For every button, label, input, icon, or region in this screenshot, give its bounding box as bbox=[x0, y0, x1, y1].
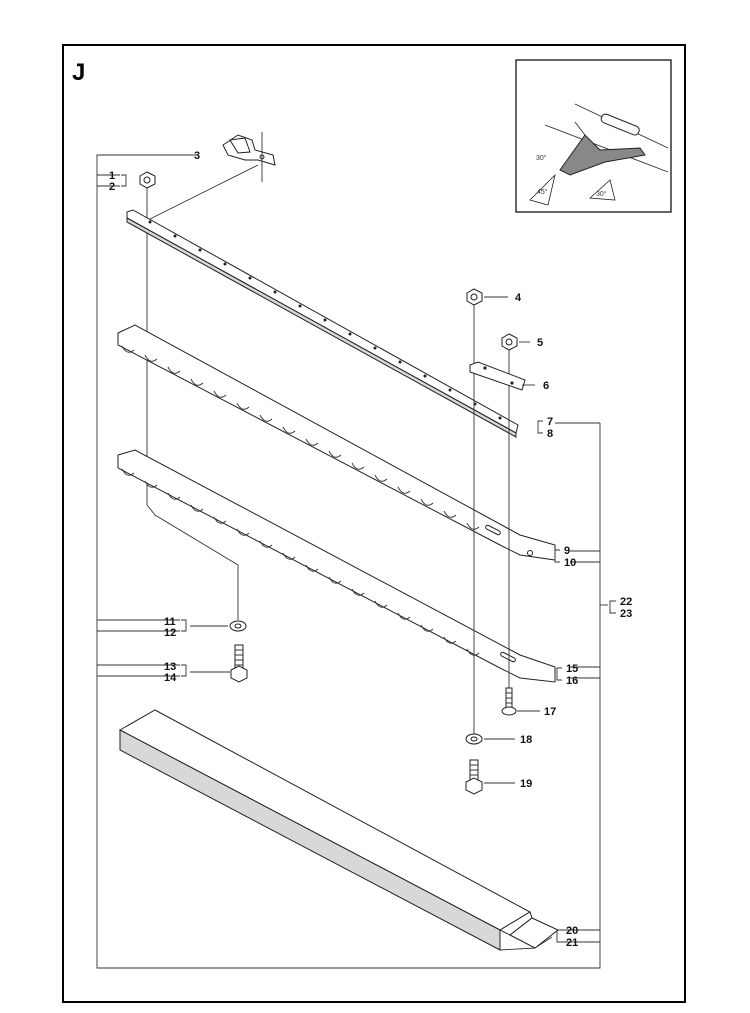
callout-10: 10 bbox=[564, 557, 576, 569]
part-17-bolt bbox=[501, 687, 540, 716]
part-3-clip-bracket bbox=[147, 132, 276, 221]
part-11-12-washer bbox=[190, 620, 247, 632]
callout-5: 5 bbox=[537, 337, 543, 349]
inset-angle-marker-left bbox=[529, 173, 556, 206]
part-13-14-bolt bbox=[190, 644, 248, 683]
callout-3: 3 bbox=[194, 150, 200, 162]
callout-8: 8 bbox=[547, 428, 553, 440]
callout-15: 15 bbox=[566, 663, 578, 675]
inset-angle-label-3: 30° bbox=[596, 190, 607, 198]
inset-angle-label-2: 45° bbox=[537, 188, 548, 196]
assembly-bracket-right bbox=[555, 422, 608, 943]
callout-13: 13 bbox=[164, 661, 176, 673]
callout-14: 14 bbox=[164, 672, 177, 684]
callout-4: 4 bbox=[515, 292, 522, 304]
callout-pair-brackets bbox=[121, 174, 616, 943]
inset-angle-marker-right bbox=[589, 179, 616, 201]
part-4-nut bbox=[466, 288, 508, 735]
assembly-bracket-left bbox=[96, 154, 601, 969]
callout-6: 6 bbox=[543, 380, 549, 392]
sharpening-angle-inset: 30° 45° 30° bbox=[515, 59, 672, 213]
callout-17: 17 bbox=[544, 706, 556, 718]
callout-23: 23 bbox=[620, 608, 632, 620]
section-letter: J bbox=[72, 59, 85, 86]
inset-slot bbox=[600, 113, 640, 136]
callout-1: 1 bbox=[109, 170, 115, 182]
callout-19: 19 bbox=[520, 778, 532, 790]
part-18-washer bbox=[465, 733, 515, 745]
callout-16: 16 bbox=[566, 675, 578, 687]
part-20-21-blade-guard bbox=[118, 709, 559, 951]
callout-21: 21 bbox=[566, 937, 578, 949]
part-7-8-top-bar bbox=[126, 209, 519, 438]
callout-22: 22 bbox=[620, 596, 632, 608]
callout-12: 12 bbox=[164, 627, 176, 639]
callout-7: 7 bbox=[547, 416, 553, 428]
inset-blade-tooth bbox=[559, 134, 646, 176]
inset-angle-label-1: 30° bbox=[536, 154, 547, 162]
diagram-frame bbox=[62, 44, 686, 1003]
callout-labels: 3 1 2 4 5 6 7 8 9 10 11 12 13 14 15 16 1… bbox=[109, 150, 632, 949]
callout-9: 9 bbox=[564, 545, 570, 557]
callout-11: 11 bbox=[164, 616, 176, 628]
part-9-10-upper-blade bbox=[117, 324, 556, 561]
callout-18: 18 bbox=[520, 734, 532, 746]
inset-frame bbox=[515, 59, 672, 213]
part-19-bolt bbox=[465, 759, 515, 795]
part-15-16-lower-blade bbox=[117, 449, 556, 683]
callout-20: 20 bbox=[566, 925, 578, 937]
part-5-nut bbox=[501, 333, 530, 688]
part-6-plate bbox=[469, 361, 535, 391]
callout-2: 2 bbox=[109, 181, 115, 193]
